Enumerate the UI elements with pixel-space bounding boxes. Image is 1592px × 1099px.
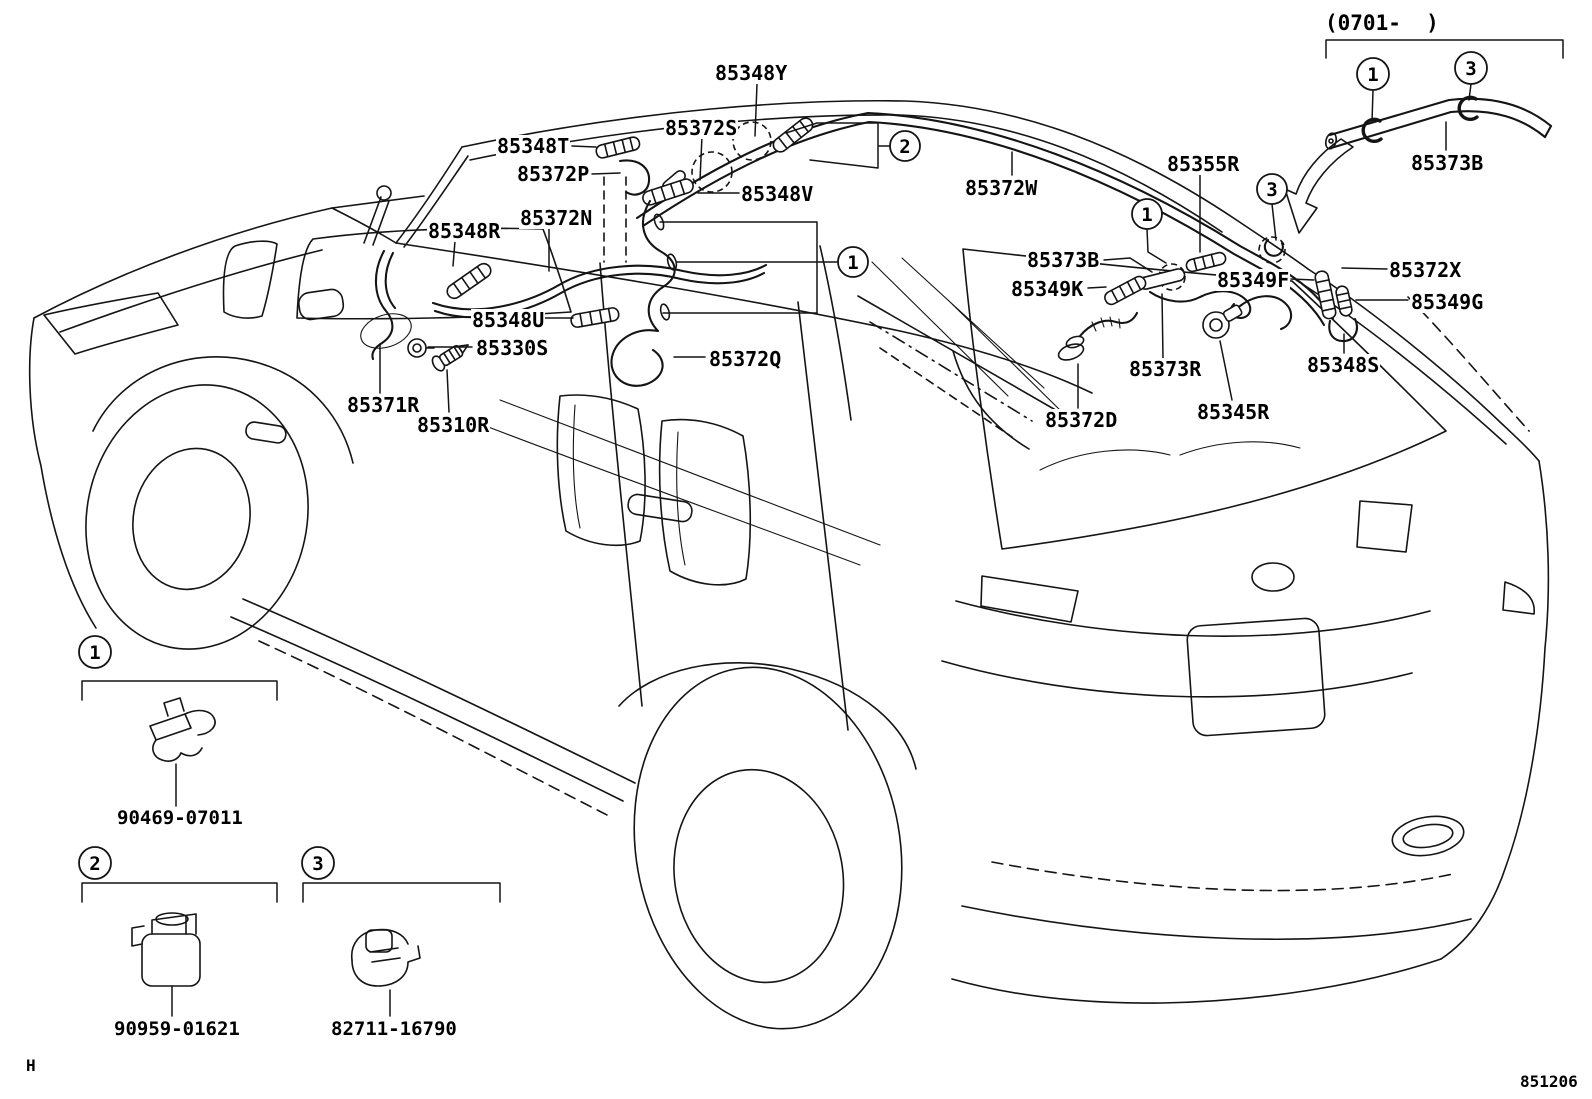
callout-3-rear: 3: [1256, 173, 1288, 205]
car-wheels: [85, 384, 903, 1030]
part-label-85373b-inset: 85373B: [1410, 151, 1485, 175]
reference-arrow-icon: [1284, 138, 1354, 234]
car-glazing-and-details: [222, 185, 1535, 857]
svg-text:3: 3: [1266, 179, 1277, 201]
clip-icon: [1457, 95, 1479, 122]
corner-mark: H: [26, 1056, 36, 1075]
connector-85348u: [570, 307, 620, 328]
connector-85349g: [1335, 285, 1353, 317]
part-label-85372q: 85372Q: [708, 347, 783, 371]
part-label-85372d: 85372D: [1044, 408, 1119, 432]
legend-part-90469-07011: 90469-07011: [116, 807, 244, 829]
part-label-85373b: 85373B: [1026, 248, 1101, 272]
washer-hose-assembly: [371, 111, 1358, 387]
part-label-85349f: 85349F: [1216, 268, 1291, 292]
grommet-85330s: [407, 338, 435, 358]
roof-hose-85372w: [635, 111, 1289, 275]
part-label-85371r: 85371R: [346, 393, 421, 417]
part-label-85348s: 85348S: [1306, 353, 1381, 377]
hook-85348s: [1328, 317, 1358, 343]
inset-detail-0701: [1284, 39, 1564, 234]
legend-callout-1: 1: [78, 635, 112, 669]
part-label-85373r: 85373R: [1128, 357, 1203, 381]
connector-85348t: [595, 136, 641, 159]
callout-2-roof: 2: [889, 130, 921, 162]
callout-3-inset: 3: [1454, 51, 1488, 85]
legend-callout-2: 2: [78, 846, 112, 880]
connector-85355r: [1185, 251, 1227, 273]
inset-date-note: (0701- ): [1325, 11, 1439, 35]
callout-1-inset: 1: [1356, 57, 1390, 91]
hose-85372q: [610, 199, 676, 387]
connector-85348y: [772, 117, 814, 153]
clip-drawing-90959: [131, 912, 201, 987]
hose-85372p: [618, 159, 651, 196]
legend-callout-3: 3: [301, 846, 335, 880]
part-label-85330s: 85330S: [475, 336, 550, 360]
part-label-85348r: 85348R: [427, 219, 502, 243]
connector-85349k: [1104, 275, 1147, 306]
nozzle-85310r: [431, 344, 469, 372]
legend-part-82711-16790: 82711-16790: [330, 1018, 458, 1040]
part-label-85348t: 85348T: [496, 134, 571, 158]
hose-85372n: [431, 263, 768, 311]
hose-85371r: [371, 249, 394, 361]
clip-mark: [1263, 238, 1284, 257]
svg-text:3: 3: [312, 853, 323, 875]
leader-lines: [379, 83, 1472, 413]
svg-text:2: 2: [89, 853, 100, 875]
part-label-85348u: 85348U: [471, 308, 546, 332]
clip-icon: [1361, 117, 1383, 144]
connector-85348v: [642, 178, 694, 206]
legend-part-90959-01621: 90959-01621: [113, 1018, 241, 1040]
svg-text:1: 1: [1367, 64, 1378, 86]
connector-85349f: [1314, 270, 1337, 320]
part-label-85348v: 85348V: [740, 182, 815, 206]
part-label-85310r: 85310R: [416, 413, 491, 437]
part-label-85372p: 85372P: [516, 162, 591, 186]
part-label-85349g: 85349G: [1410, 290, 1485, 314]
clip-drawing-82711: [351, 928, 421, 987]
part-label-85345r: 85345R: [1196, 400, 1271, 424]
svg-text:3: 3: [1465, 58, 1476, 80]
svg-text:1: 1: [89, 642, 100, 664]
part-label-85355r: 85355R: [1166, 152, 1241, 176]
part-label-85348y: 85348Y: [714, 61, 789, 85]
part-label-85372n: 85372N: [519, 206, 594, 230]
part-label-85349k: 85349K: [1010, 277, 1085, 301]
callout-1-center: 1: [837, 246, 869, 278]
svg-text:1: 1: [847, 252, 858, 274]
nozzle-85345r: [1202, 295, 1293, 339]
grommet-hose-85372d: [1057, 311, 1139, 361]
callout-1-rear: 1: [1131, 198, 1163, 230]
drawing-code: 851206: [1520, 1072, 1578, 1091]
part-label-85372w: 85372W: [964, 176, 1039, 200]
part-label-85372x: 85372X: [1388, 258, 1463, 282]
svg-text:2: 2: [899, 136, 910, 158]
car-body-outline: [28, 99, 1550, 1004]
part-label-85372s: 85372S: [664, 116, 739, 140]
clip-drawing-90469: [149, 697, 216, 762]
connector-85348r: [446, 262, 492, 300]
svg-text:1: 1: [1141, 204, 1152, 226]
legend-section: 1 2 3: [78, 635, 501, 1017]
